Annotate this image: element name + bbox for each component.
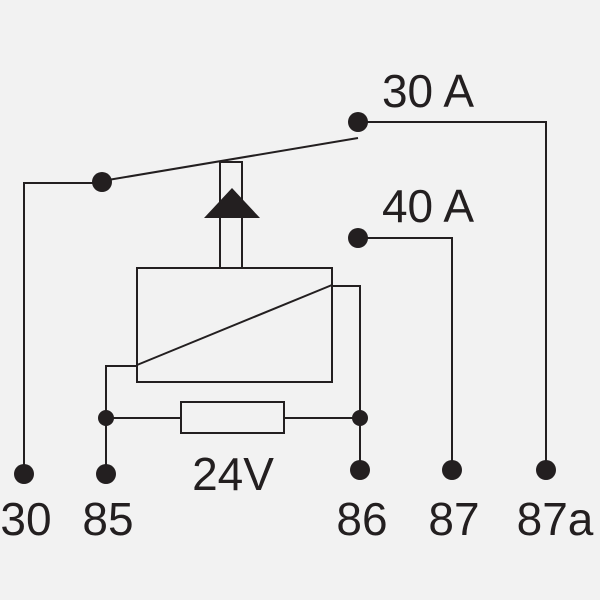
- armature-arrow: [204, 188, 260, 218]
- coil-lead-right: [332, 285, 361, 418]
- wire-terminal-30: [23, 182, 102, 474]
- switch-arm: [101, 137, 359, 182]
- coil-body: [136, 267, 333, 383]
- nc-contact-dot: [348, 112, 368, 132]
- terminal-30-label: 30: [0, 493, 51, 545]
- terminal-85-label: 85: [82, 493, 133, 545]
- terminal-86-label: 86: [336, 493, 387, 545]
- resistor: [180, 401, 285, 434]
- coil-winding: [136, 284, 333, 366]
- nc-rating-label: 30 A: [382, 65, 474, 117]
- terminal-87-dot: [442, 460, 462, 480]
- no-contact-dot: [348, 228, 368, 248]
- junction-dot-right: [352, 410, 368, 426]
- junction-dot-left: [98, 410, 114, 426]
- terminal-30-dot: [14, 464, 34, 484]
- connection-dots: [14, 112, 556, 484]
- terminal-87a-dot: [536, 460, 556, 480]
- wire-terminal-87a: [358, 121, 547, 470]
- terminal-87-label: 87: [428, 493, 479, 545]
- wire-terminal-87: [358, 237, 453, 470]
- terminal-86-dot: [350, 460, 370, 480]
- no-rating-label: 40 A: [382, 180, 474, 232]
- switch-pivot-dot: [92, 172, 112, 192]
- coil-voltage-label: 24V: [192, 448, 274, 500]
- terminal-85-dot: [96, 464, 116, 484]
- terminal-87a-label: 87a: [517, 493, 594, 545]
- wiring: [23, 121, 547, 474]
- coil-lead-left: [105, 365, 137, 418]
